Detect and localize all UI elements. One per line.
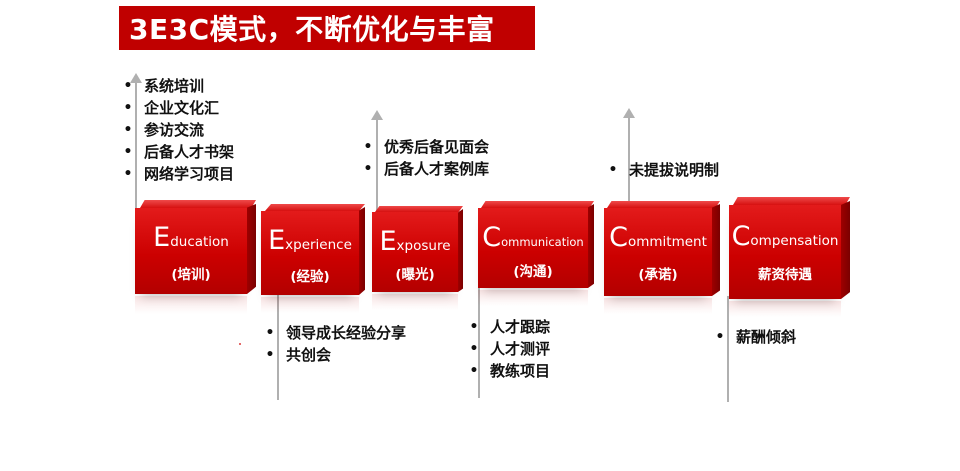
decorative-dot [239, 343, 241, 345]
list-commitment: •未提拔说明制 [607, 159, 720, 181]
list-item: •薪酬倾斜 [715, 328, 797, 346]
list-communication: •人才跟踪 •人才测评 •教练项目 [468, 316, 551, 382]
line-communication [478, 288, 480, 398]
bullet-icon: • [715, 329, 725, 345]
list-item: •系统培训 [123, 77, 205, 95]
bullet-icon: • [469, 341, 479, 357]
list-experience: •领导成长经验分享 •共创会 [264, 322, 407, 366]
bullet-icon: • [123, 78, 133, 94]
list-item: •企业文化汇 [123, 99, 220, 117]
list-item: •人才测评 [469, 340, 551, 358]
bullet-icon: • [608, 162, 618, 178]
bullet-icon: • [123, 166, 133, 182]
list-item: •后备人才书架 [123, 143, 235, 161]
list-item: •后备人才案例库 [363, 160, 490, 178]
list-compensation: •薪酬倾斜 [714, 326, 797, 348]
bullet-icon: • [469, 319, 479, 335]
list-item: •领导成长经验分享 [265, 324, 407, 342]
line-compensation [727, 296, 729, 402]
list-item: •网络学习项目 [123, 165, 235, 183]
list-item: •共创会 [265, 346, 332, 364]
title-banner: 3E3C模式，不断优化与丰富 [119, 6, 535, 50]
list-exposure: •优秀后备见面会 •后备人才案例库 [362, 136, 490, 180]
bullet-icon: • [123, 100, 133, 116]
bullet-icon: • [363, 161, 373, 177]
list-education: •系统培训 •企业文化汇 •参访交流 •后备人才书架 •网络学习项目 [122, 75, 235, 185]
bullet-icon: • [469, 363, 479, 379]
bullet-icon: • [123, 144, 133, 160]
list-item: •教练项目 [469, 362, 551, 380]
bullet-icon: • [265, 347, 275, 363]
page-title: 3E3C模式，不断优化与丰富 [129, 13, 495, 46]
bullet-icon: • [123, 122, 133, 138]
list-item: •优秀后备见面会 [363, 138, 490, 156]
list-item: •参访交流 [123, 121, 205, 139]
line-experience [277, 292, 279, 400]
bullet-icon: • [363, 139, 373, 155]
bullet-icon: • [265, 325, 275, 341]
list-item: •人才跟踪 [469, 318, 551, 336]
list-item: •未提拔说明制 [608, 161, 720, 179]
